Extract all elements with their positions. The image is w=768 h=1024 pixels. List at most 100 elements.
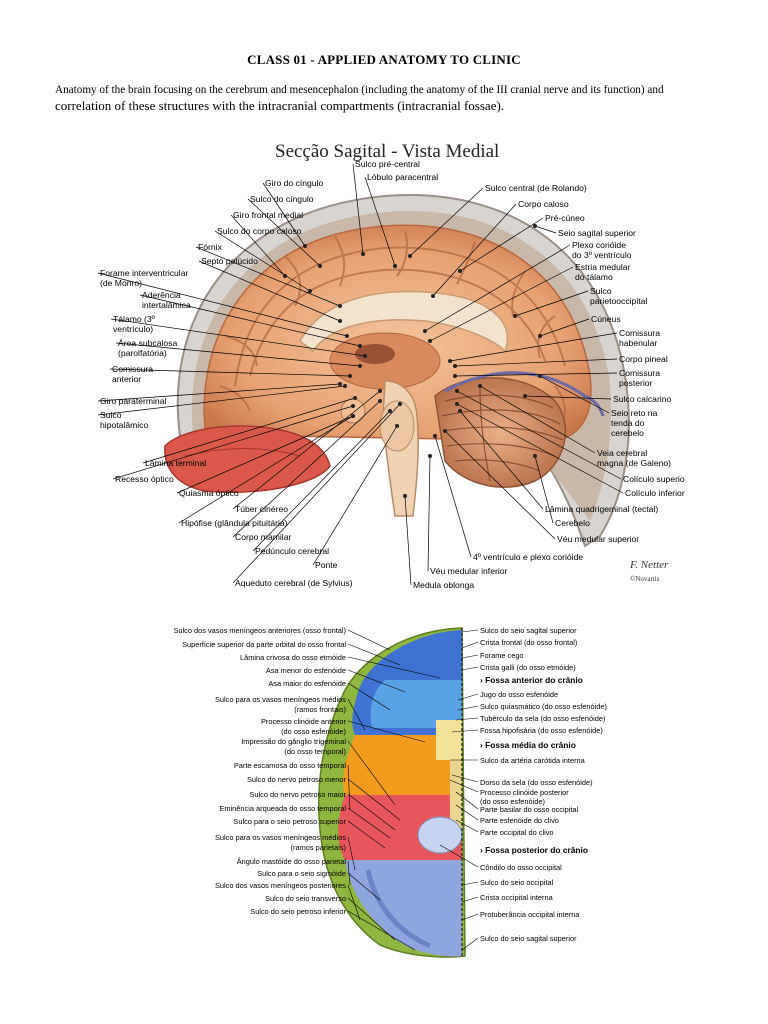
fig1-label-right-24: Lâmina quadrigeminal (tectal) — [545, 504, 658, 514]
fig1-leader-left-20 — [112, 405, 354, 480]
fig1-dot-right-14 — [453, 374, 457, 378]
cerebellum — [434, 377, 567, 488]
fig2-label-left-11: Parte escamosa do osso temporal — [234, 761, 347, 770]
fig1-label-left-16: Giro paraterminal — [100, 396, 166, 406]
fig2-leader-right-21 — [461, 913, 479, 921]
fig1-label-left-23: Hipófise (glândula pituitária) — [181, 518, 288, 528]
fig2-label-left-6: (ramos frontais) — [294, 705, 346, 714]
fig2-label-left-18: Ângulo mastóide do osso parietal — [237, 857, 347, 866]
fig2-label-left-0: Sulco dos vasos meníngeos anteriores (os… — [173, 626, 346, 635]
fig1-leader-right-10 — [539, 318, 590, 337]
fig1-label-left-10: Tálamo (3º — [113, 314, 156, 324]
fig1-dot-left-17 — [343, 384, 347, 388]
fig2-label-right-22: Sulco do seio sagital superior — [480, 934, 577, 943]
gyri-pattern — [219, 230, 566, 425]
fig1-dot-left-2 — [283, 274, 287, 278]
fig1-label-left-14: Comissura — [112, 364, 153, 374]
fig1-label-right-9: parietooccipital — [590, 296, 647, 306]
fig1-dot-right-24 — [458, 409, 462, 413]
fig1-leader-right-4 — [424, 244, 571, 332]
fig2-label-left-9: Impressão do gânglio trigeminal — [241, 737, 346, 746]
fig1-dot-left-12 — [358, 364, 362, 368]
fig2-leader-left-0 — [347, 629, 391, 651]
fig1-leader-bottom-0 — [434, 435, 472, 558]
fig1-dot-left-3 — [308, 289, 312, 293]
fig2-leader-right-1 — [461, 641, 479, 649]
fig1-label-right-0: Sulco central (de Rolando) — [485, 183, 587, 193]
fig1-leader-left-10 — [110, 318, 366, 357]
fig1-label-top-0: Sulco pré-central — [355, 159, 420, 169]
fig1-label-left-7: (de Monro) — [100, 278, 142, 288]
fig1-label-right-16: Sulco calcarino — [613, 394, 671, 404]
fig1-dot-right-25 — [533, 454, 537, 458]
fig2-leader-left-7 — [347, 720, 426, 743]
fig1-dot-left-0 — [303, 244, 307, 248]
fig1-leader-left-17 — [97, 385, 346, 416]
fig2-label-left-21: Sulco do seio transverso — [265, 894, 346, 903]
foramen-magnum-edge — [417, 816, 463, 854]
fig1-label-left-9: intertalâmica — [142, 300, 191, 310]
fig1-label-right-1: Corpo caloso — [518, 199, 569, 209]
fig2-label-right-7: Tubérculo da sela (do osso esfenóide) — [480, 714, 605, 723]
fig1-label-right-11: Comissura — [619, 328, 660, 338]
pituitary-gland — [340, 398, 366, 424]
fig1-dot-right-26 — [443, 429, 447, 433]
fig1-leader-right-13 — [454, 358, 618, 367]
fig1-label-left-13: (parolfatória) — [118, 348, 167, 358]
fig1-dot-left-25 — [388, 409, 392, 413]
corpus-callosum — [299, 290, 509, 353]
fig1-label-bottom-2: Medula oblonga — [413, 580, 474, 590]
fig2-leader-right-0 — [461, 629, 479, 633]
fig2-label-right-17: › Fossa posterior do crânio — [480, 845, 588, 855]
fig1-dot-left-8 — [358, 344, 362, 348]
fig1-label-right-21: magna (de Galeno) — [597, 458, 671, 468]
fig1-dot-left-20 — [351, 404, 355, 408]
fig2-label-right-11: Dorso da sela (do osso esfenóide) — [480, 778, 593, 787]
fig2-leader-right-22 — [461, 937, 479, 951]
fig2-label-right-21: Protuberância occipital interna — [480, 910, 580, 919]
fig1-dot-right-17 — [538, 374, 542, 378]
novartis-credit: ©Novartis — [630, 575, 660, 583]
fig1-dot-left-10 — [363, 354, 367, 358]
fig1-label-right-13: Corpo pineal — [619, 354, 668, 364]
fig1-dot-right-10 — [538, 334, 542, 338]
fig2-label-right-20: Crista occipital interna — [480, 893, 554, 902]
fig2-label-right-18: Côndilo do osso occipital — [480, 863, 562, 872]
fig1-label-right-18: tenda do — [611, 418, 645, 428]
figure2-leader-lines — [347, 629, 479, 951]
fig2-label-left-17: (ramos parietais) — [291, 843, 346, 852]
fig1-label-left-21: Quiasma óptico — [179, 488, 239, 498]
fig1-dot-bottom-2 — [403, 494, 407, 498]
fig2-leader-left-22 — [347, 910, 416, 951]
fig1-label-right-2: Pré-cúneo — [545, 213, 585, 223]
fig2-label-left-22: Sulco do seio petroso inferior — [250, 907, 346, 916]
fig1-leader-top-1 — [364, 176, 396, 267]
fig1-dot-right-20 — [478, 384, 482, 388]
fig1-label-right-14: Comissura — [619, 368, 660, 378]
fig1-label-left-1: Sulco do cíngulo — [250, 194, 314, 204]
intro-line-2: correlation of these structures with the… — [55, 98, 505, 113]
fig1-leader-right-0 — [409, 187, 484, 257]
fig2-label-left-7: Processo clinóide anterior — [261, 717, 347, 726]
figure1-title: Secção Sagital - Vista Medial — [275, 141, 499, 162]
fig2-label-left-8: (do osso esfenóide) — [281, 727, 346, 736]
interthalamic-adhesion — [355, 344, 395, 364]
fig2-leader-left-16 — [347, 836, 356, 871]
fig1-dot-bottom-0 — [433, 434, 437, 438]
fig1-leader-right-17 — [539, 375, 610, 414]
fig2-label-left-10: (do osso temporal) — [284, 747, 346, 756]
fig2-label-left-1: Superfície superior da parte orbital do … — [182, 640, 346, 649]
sagittal-brain-figure: Secção Sagital - Vista Medial — [85, 136, 685, 596]
fig1-dot-bottom-1 — [428, 454, 432, 458]
fig1-label-left-8: Aderência — [142, 290, 181, 300]
fig1-label-right-5: do 3º ventrículo — [572, 250, 632, 260]
fig1-label-right-19: cerebelo — [611, 428, 644, 438]
fig1-leader-right-8 — [514, 290, 589, 317]
fig1-leader-right-14 — [454, 372, 618, 377]
fig1-label-left-4: Fórnix — [198, 242, 223, 252]
fig2-label-right-9: › Fossa média do crânio — [480, 740, 576, 750]
sella-turcica — [436, 720, 462, 760]
fig1-leader-left-5 — [198, 260, 341, 322]
fig2-leader-right-19 — [461, 881, 479, 886]
netter-signature: F. Netter — [629, 559, 669, 571]
